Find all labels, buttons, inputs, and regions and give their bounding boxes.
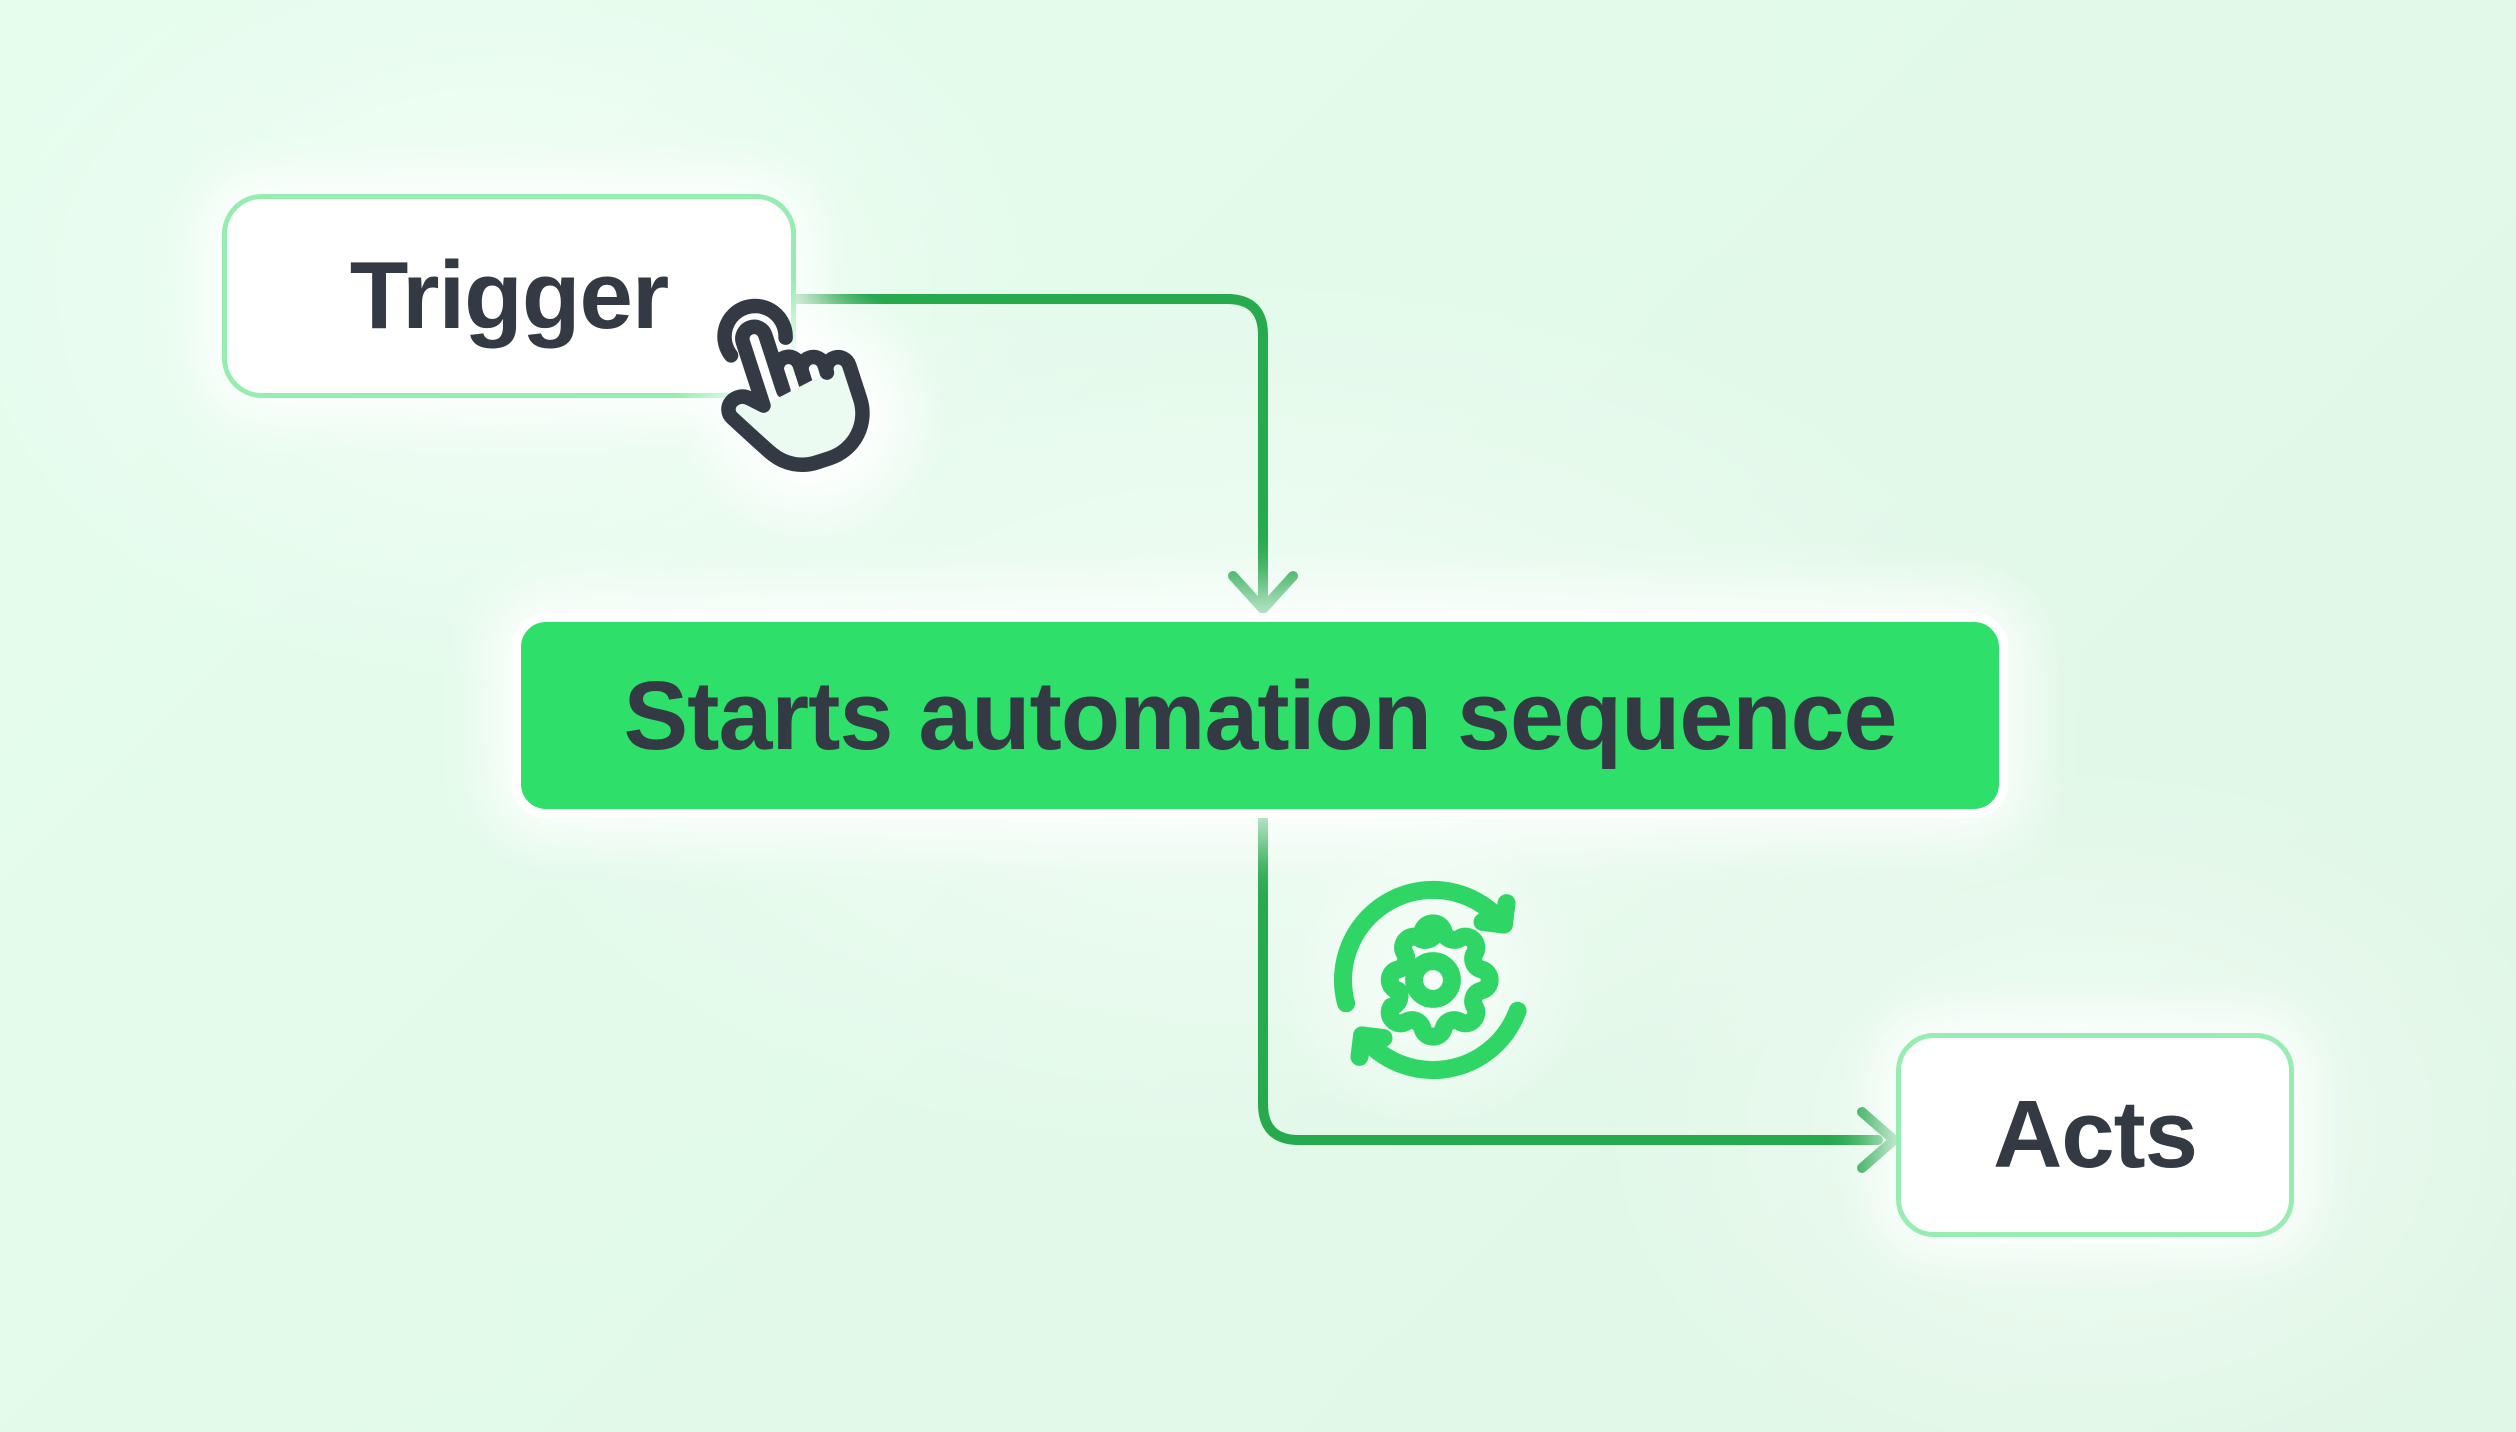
node-trigger-label: Trigger [349, 242, 669, 349]
node-acts[interactable]: Acts [1896, 1033, 2294, 1237]
arrowhead-right-icon [1857, 1107, 1899, 1173]
automation-gear-sync-icon [1333, 880, 1527, 1080]
node-acts-label: Acts [1992, 1081, 2198, 1188]
gear-hub [1405, 952, 1461, 1008]
node-action-label: Starts automation sequence [623, 660, 1897, 770]
gear-outline [1380, 914, 1499, 1046]
node-starts-automation[interactable]: Starts automation sequence [512, 613, 2008, 818]
sync-arc-top [1333, 880, 1513, 1013]
tap-click-hand-icon [717, 298, 870, 472]
tap-ripple-arc [717, 298, 793, 363]
connector-trigger-to-action [790, 294, 1268, 603]
sync-arrowhead-top [1473, 894, 1516, 934]
sync-arrowhead-bottom [1350, 1026, 1393, 1066]
sync-arc-bottom [1353, 1001, 1527, 1080]
arrowhead-down-icon [1228, 571, 1298, 614]
